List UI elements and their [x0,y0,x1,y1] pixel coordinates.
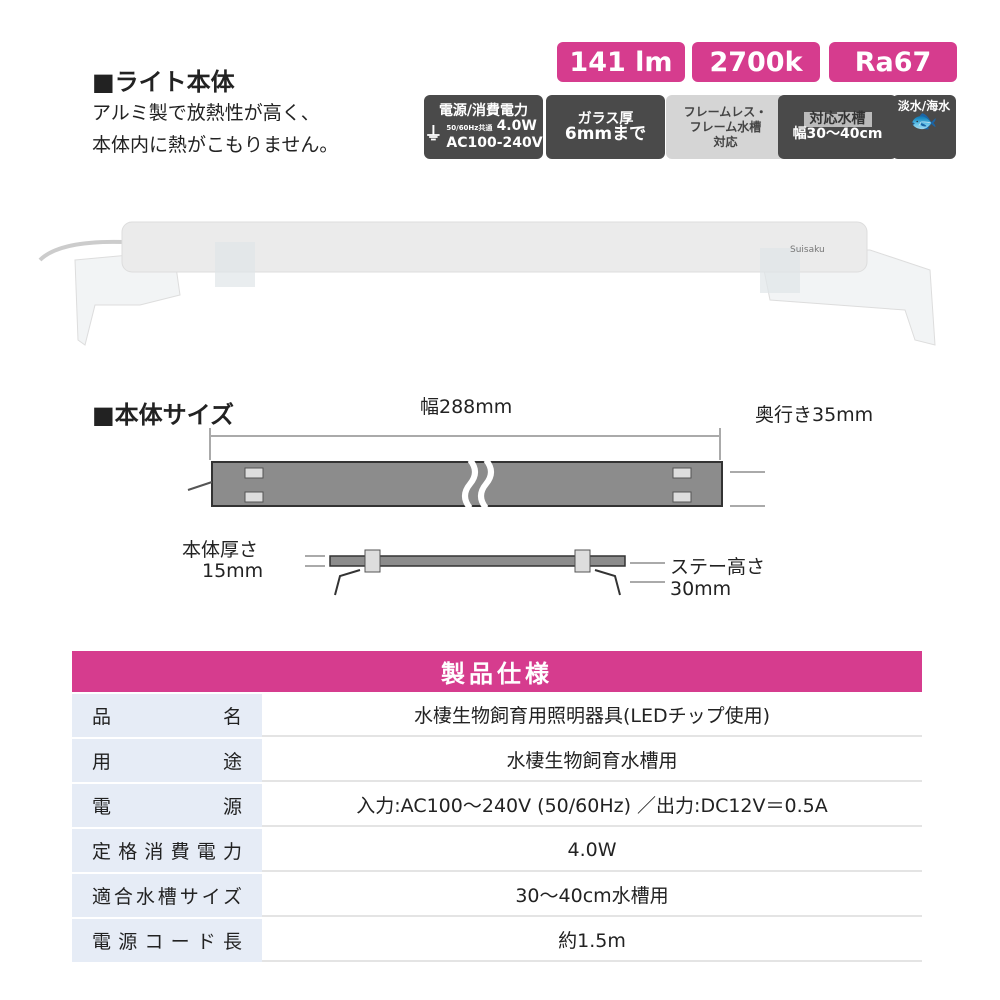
volt-text: AC100-240V [446,134,543,151]
brand-label: Suisaku [790,245,825,255]
row-value: 約1.5m [262,919,922,962]
table-row: 用途水棲生物飼育水槽用 [72,739,922,782]
row-label: 用途 [72,739,262,782]
color-temp-badge: 2700k [692,42,820,82]
thickness-value: 15mm [202,560,264,582]
spec-table: 製品仕様 品名水棲生物飼育用照明器具(LEDチップ使用) 用途水棲生物飼育水槽用… [72,649,922,964]
desc-line-2: 本体内に熱がこもりません。 [92,134,339,156]
spec-title: 製品仕様 [72,651,922,692]
frame-line3: 対応 [713,134,738,149]
stay-label: ステー高さ [670,556,766,578]
plug-icon: ⏚ [424,124,443,145]
frame-icon: フレームレス・ フレーム水槽 対応 [666,95,785,159]
size-diagram [187,428,765,596]
desc-line-1: アルミ製で放熱性が高く、 [92,102,320,124]
ra-badge: Ra67 [829,42,957,82]
thickness-label: 本体厚さ [182,539,259,561]
table-row: 電源コード長約1.5m [72,919,922,962]
tank-line2: 幅30〜40cm [792,126,883,142]
row-label: 電源 [72,784,262,827]
section-title-size: ■本体サイズ [92,401,234,429]
row-label: 品名 [72,694,262,737]
power-title: 電源/消費電力 [438,102,529,119]
row-value: 30〜40cm水槽用 [262,874,922,917]
width-label: 幅288mm [420,396,513,418]
glass-icon: ガラス厚 6mmまで [546,95,665,159]
row-label: 適合水槽サイズ [72,874,262,917]
table-row: 電源入力:AC100〜240V (50/60Hz) ／出力:DC12V＝0.5A [72,784,922,827]
row-label: 定格消費電力 [72,829,262,872]
fish-line1: 淡水/海水 [897,99,951,113]
row-label: 電源コード長 [72,919,262,962]
stay-value: 30mm [670,578,732,600]
table-row: 品名水棲生物飼育用照明器具(LEDチップ使用) [72,694,922,737]
glass-line2: 6mmまで [564,124,647,144]
section-title-light: ■ライト本体 [92,68,235,96]
watt-text: 4.0W [496,117,537,134]
fish-icon: 淡水/海水 🐟 [892,95,956,159]
row-value: 入力:AC100〜240V (50/60Hz) ／出力:DC12V＝0.5A [262,784,922,827]
row-value: 水棲生物飼育水槽用 [262,739,922,782]
glass-line1: ガラス厚 [577,111,634,127]
frame-line1: フレームレス・ [683,104,768,119]
tank-line1: 対応水槽 [803,112,872,127]
freq-text: 50/60Hz共通 [446,123,493,132]
lumen-badge: 141 lm [557,42,685,82]
frame-line2: フレーム水槽 [689,119,762,134]
row-value: 水棲生物飼育用照明器具(LEDチップ使用) [262,694,922,737]
product-photo: Suisaku [38,221,936,346]
depth-label: 奥行き35mm [755,404,874,426]
tank-icon: 対応水槽 幅30〜40cm [778,95,897,159]
row-value: 4.0W [262,829,922,872]
